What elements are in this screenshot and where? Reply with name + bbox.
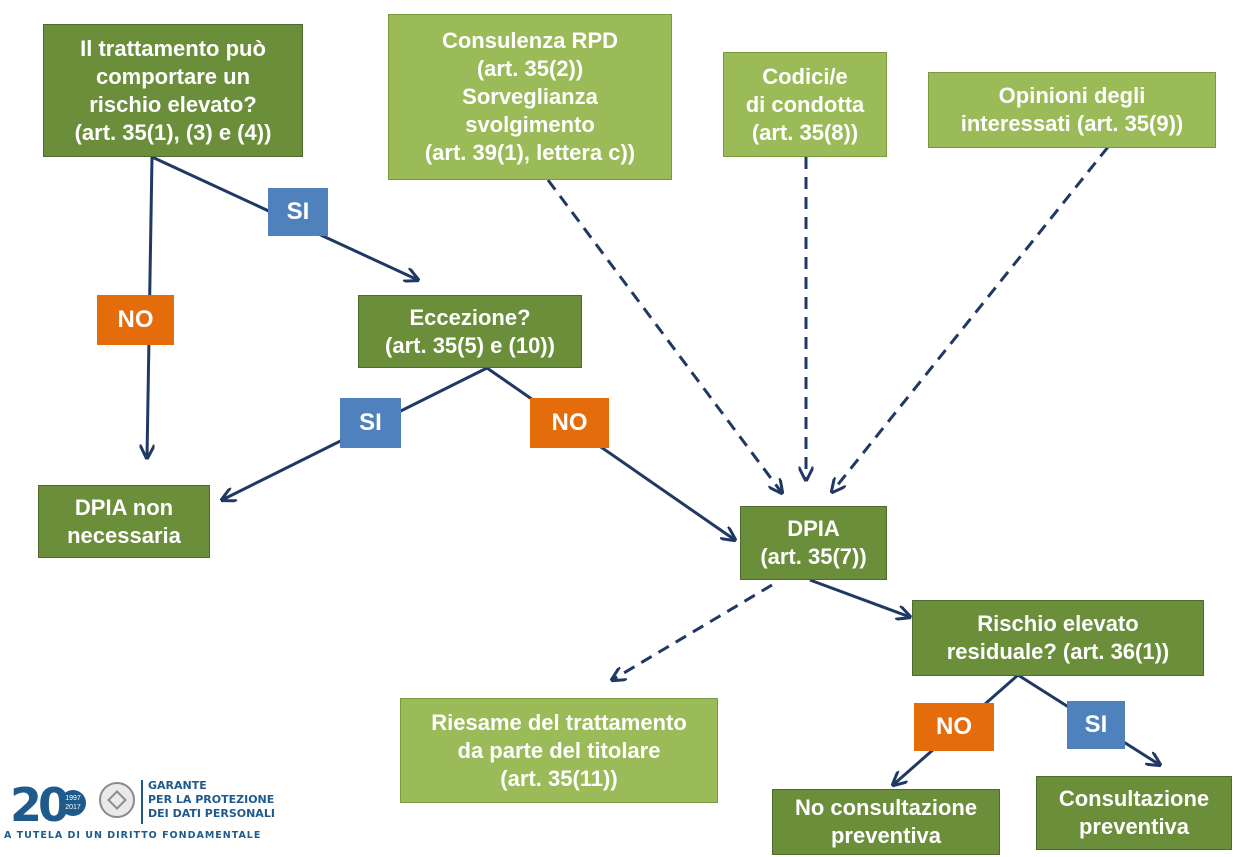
codes-of-conduct-box: Codici/e di condotta (art. 35(8)) [723,52,887,157]
exception-question-box: Eccezione? (art. 35(5) e (10)) [358,295,582,368]
dashed-arrow-review [612,583,773,680]
garante-logo: 20 1997 2017 GARANTE PER LA PROTEZIONE D… [0,778,290,848]
no-prior-consultation-box: No consultazione preventiva [772,789,1000,855]
arrow-exception-no [486,366,735,540]
prior-consultation-box: Consultazione preventiva [1036,776,1232,850]
emblem-icon [99,782,135,818]
no-label: NO [530,398,609,448]
controller-review-box: Riesame del trattamento da parte del tit… [400,698,718,803]
data-subject-opinions-box: Opinioni degli interessati (art. 35(9)) [928,72,1216,148]
logo-divider [141,780,143,824]
dpia-box: DPIA (art. 35(7)) [740,506,887,580]
logo-name: GARANTE PER LA PROTEZIONE DEI DATI PERSO… [148,779,275,820]
yes-label: SI [340,398,401,448]
dashed-arrow-rpd [546,179,782,493]
dashed-arrow-opinions [832,146,1110,492]
yes-label: SI [1067,701,1125,749]
logo-years-badge: 1997 2017 [60,790,86,816]
logo-anniversary-number: 20 [10,778,70,832]
yes-label: SI [268,188,328,236]
rpd-consultation-box: Consulenza RPD (art. 35(2)) Sorveglianza… [388,14,672,180]
no-label: NO [914,703,994,751]
no-label: NO [97,295,174,345]
dpia-not-needed-box: DPIA non necessaria [38,485,210,558]
residual-risk-question-box: Rischio elevato residuale? (art. 36(1)) [912,600,1204,676]
high-risk-question-box: Il trattamento può comportare un rischio… [43,24,303,157]
logo-motto: A TUTELA DI UN DIRITTO FONDAMENTALE [4,830,262,841]
arrow-dpia-residual [809,578,910,617]
